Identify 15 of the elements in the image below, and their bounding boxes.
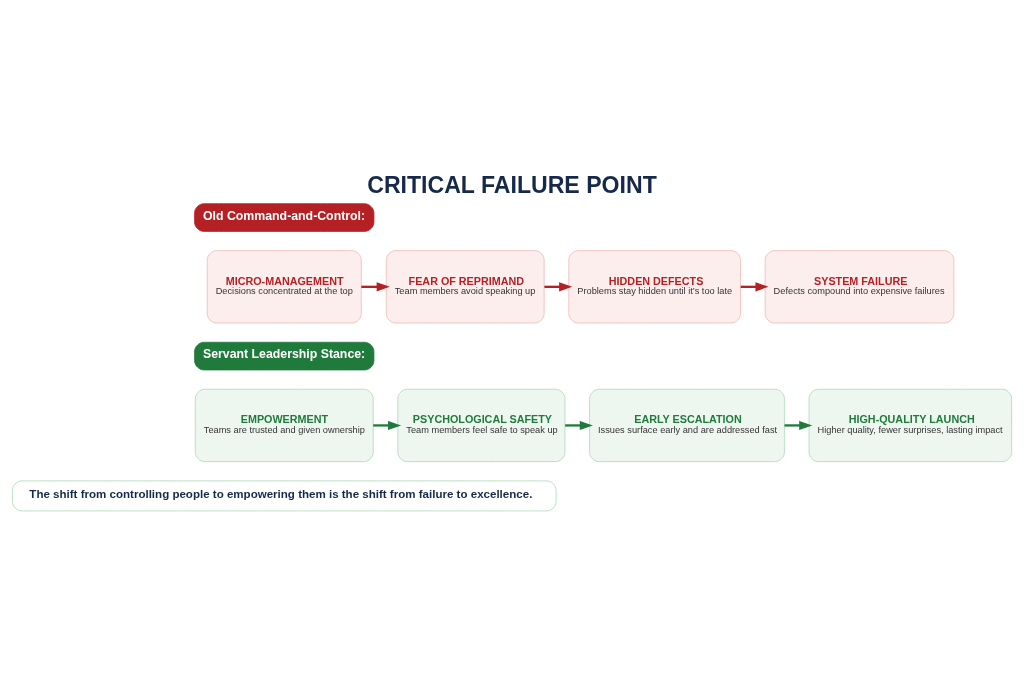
node-box: EARLY ESCALATION Issues surface early and are addressed fast bbox=[589, 388, 785, 462]
node-box: Servant Leadership Stance: bbox=[194, 341, 375, 371]
arrow bbox=[784, 420, 813, 431]
node-box: HIGH-QUALITY LAUNCH Higher quality, fewer surprises, lasting impact bbox=[808, 388, 1012, 462]
node-box: SYSTEM FAILURE Defects compound into expensive failures bbox=[764, 250, 955, 324]
arrow bbox=[373, 420, 402, 431]
node-box: HIDDEN DEFECTS Problems stay hidden until it’s too late bbox=[568, 250, 741, 324]
node-box: Old Command-and-Control: bbox=[194, 203, 375, 232]
node-box: FEAR OF REPRIMAND Team members avoid speaking up bbox=[385, 250, 545, 324]
node-box: The shift from controlling people to empowering them is the shift from failure to excellence. bbox=[12, 480, 557, 512]
diagram-title: CRITICAL FAILURE POINT bbox=[367, 171, 657, 198]
arrow bbox=[565, 420, 593, 431]
node-box: PSYCHOLOGICAL SAFETY Team members feel safe to speak up bbox=[397, 388, 566, 462]
node-box: EMPOWERMENT Teams are trusted and given ownership bbox=[194, 388, 374, 462]
node-box: MICRO-MANAGEMENT Decisions concentrated at the top bbox=[206, 250, 362, 324]
